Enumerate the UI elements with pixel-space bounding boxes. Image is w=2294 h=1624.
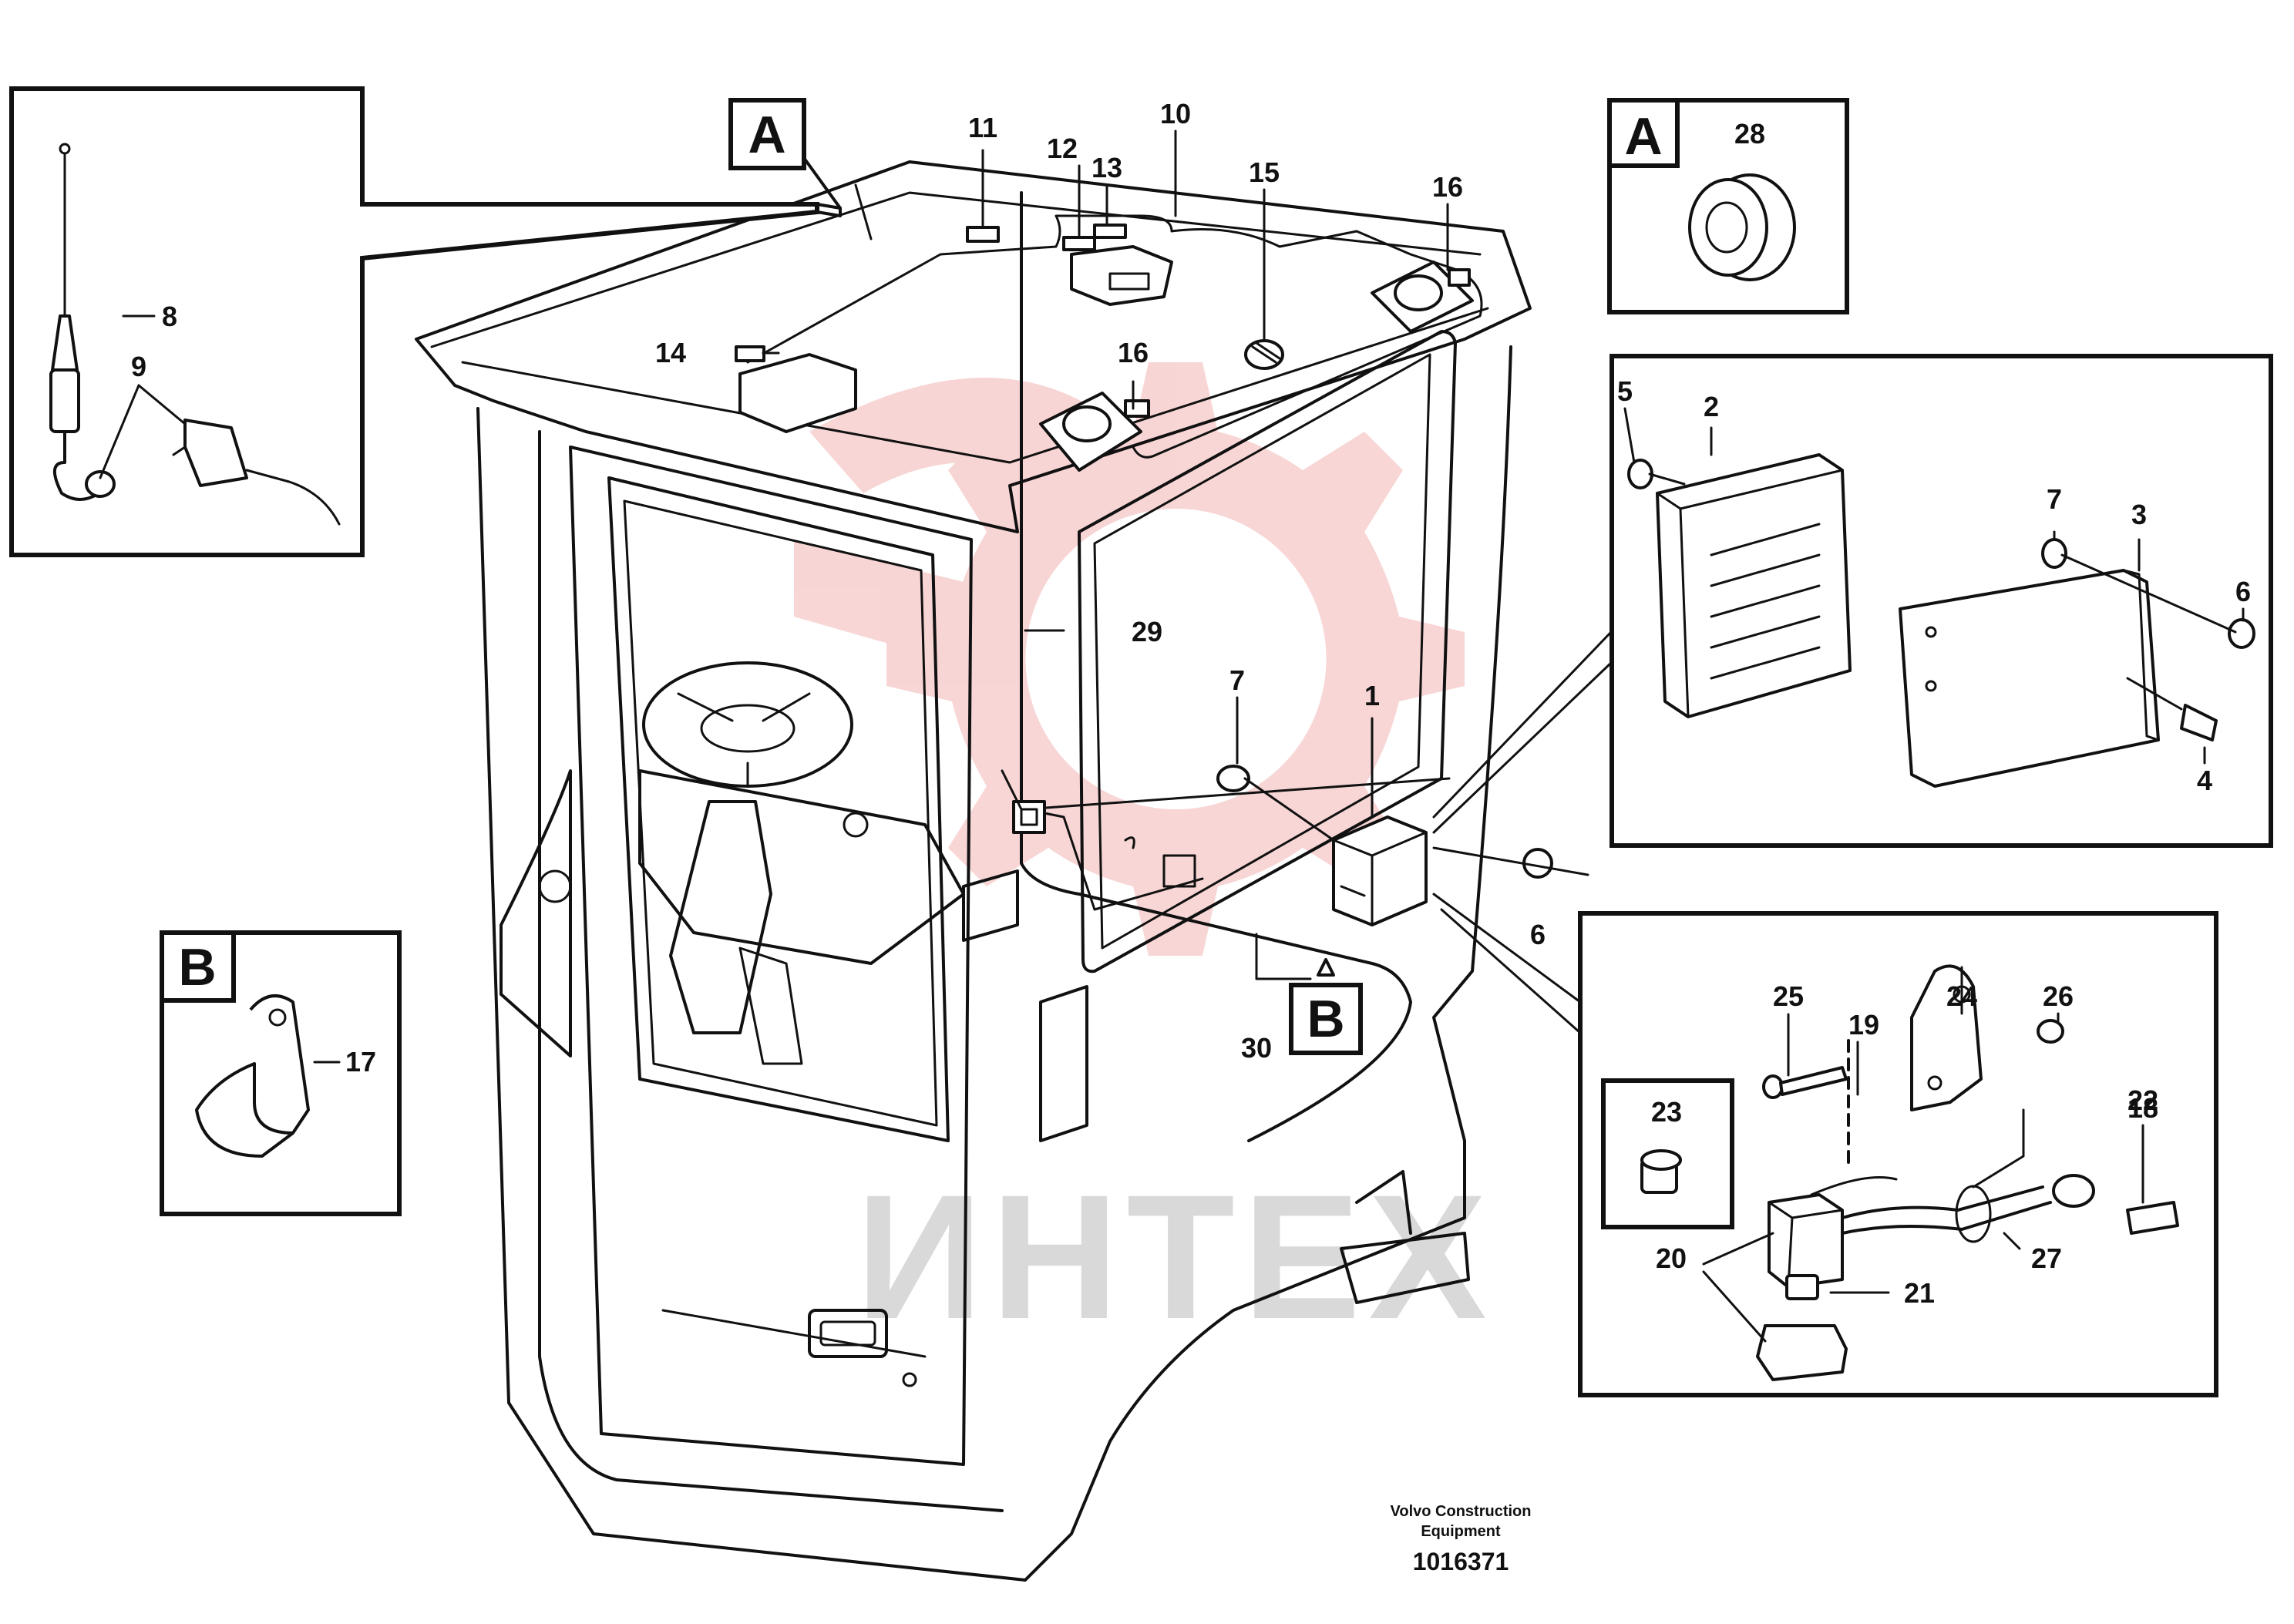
callout-7b: 7 bbox=[1229, 664, 1245, 696]
callout-26: 26 bbox=[2043, 980, 2074, 1012]
callout-28: 28 bbox=[1734, 118, 1765, 150]
callout-12: 12 bbox=[1047, 133, 1078, 164]
publisher-footer: Volvo Construction Equipment 1016371 bbox=[1391, 1503, 1532, 1575]
cable-connector-9 bbox=[85, 419, 341, 526]
steering-wheel bbox=[642, 661, 853, 788]
label-box-a-main: A bbox=[728, 98, 842, 210]
callout-16a: 16 bbox=[1432, 171, 1463, 203]
callout-20: 20 bbox=[1656, 1242, 1687, 1274]
callout-10: 10 bbox=[1160, 98, 1191, 129]
watermark-text: ИНТЕХ bbox=[856, 1158, 1495, 1356]
connector-11 bbox=[966, 226, 1000, 243]
callout-6b: 6 bbox=[1530, 919, 1546, 950]
callout-21: 21 bbox=[1904, 1277, 1935, 1309]
callout-16b: 16 bbox=[1118, 337, 1149, 368]
callout-5: 5 bbox=[1617, 375, 1633, 407]
connector-harness-junction bbox=[1012, 800, 1046, 834]
callout-7a: 7 bbox=[2047, 483, 2062, 515]
nut-26 bbox=[2037, 1019, 2064, 1044]
footer-line1: Volvo Construction bbox=[1391, 1503, 1532, 1520]
callout-23: 23 bbox=[1651, 1096, 1682, 1128]
label-box-b-main: B bbox=[1289, 958, 1363, 1055]
callout-29: 29 bbox=[1132, 616, 1162, 647]
cable-18 bbox=[1841, 1174, 2095, 1235]
bracket-24 bbox=[1910, 964, 1983, 1111]
radio-unit-10 bbox=[1070, 245, 1173, 306]
grommet-28 bbox=[1688, 173, 1796, 281]
speaker-16b bbox=[1371, 261, 1474, 333]
callout-numbers: 1 2 3 4 5 6 6 7 7 8 9 10 11 12 13 14 15 … bbox=[131, 98, 2251, 1309]
connector-12 bbox=[1062, 236, 1096, 251]
clip-17 bbox=[195, 994, 310, 1158]
washer-7-cab bbox=[1216, 765, 1250, 792]
callout-14: 14 bbox=[655, 337, 686, 368]
label-box-b-detail: B bbox=[160, 930, 236, 1003]
callout-22: 22 bbox=[2128, 1084, 2158, 1116]
relay-20 bbox=[1756, 1193, 1848, 1381]
callout-15: 15 bbox=[1249, 156, 1280, 188]
callout-25: 25 bbox=[1773, 980, 1804, 1012]
svg-text:A: A bbox=[748, 106, 785, 164]
module-box-roof bbox=[738, 353, 857, 433]
nut-6 bbox=[2228, 618, 2255, 649]
callout-1: 1 bbox=[1364, 680, 1380, 711]
washer-7 bbox=[2041, 538, 2067, 569]
control-console bbox=[538, 769, 1451, 1065]
callout-27: 27 bbox=[2031, 1242, 2062, 1274]
callout-6a: 6 bbox=[2235, 576, 2251, 607]
footer-line2: Equipment bbox=[1421, 1523, 1501, 1540]
svg-text:B: B bbox=[1307, 990, 1344, 1048]
svg-text:B: B bbox=[178, 938, 216, 997]
connector-14 bbox=[735, 345, 765, 362]
callout-11: 11 bbox=[968, 112, 997, 143]
plug-23 bbox=[1640, 1149, 1682, 1194]
leader-lines bbox=[99, 129, 2245, 1343]
screw-4 bbox=[2126, 677, 2218, 741]
control-unit-2 bbox=[1656, 453, 1852, 718]
fuse-21 bbox=[1785, 1274, 1819, 1300]
callout-19: 19 bbox=[1848, 1009, 1879, 1041]
screw-25 bbox=[1762, 1066, 1848, 1099]
roof-cable bbox=[746, 214, 1483, 459]
control-unit-1 bbox=[1332, 815, 1428, 926]
callout-3: 3 bbox=[2131, 499, 2147, 530]
callout-8: 8 bbox=[162, 301, 177, 332]
callout-18: 18 bbox=[2128, 1092, 2158, 1124]
callout-30: 30 bbox=[1241, 1032, 1272, 1064]
cable-harness-29 bbox=[1020, 191, 1412, 1142]
drawing-number: 1016371 bbox=[1413, 1548, 1509, 1575]
callout-17: 17 bbox=[345, 1046, 376, 1078]
svg-text:A: A bbox=[1624, 107, 1662, 166]
callout-4: 4 bbox=[2197, 765, 2212, 796]
callout-9: 9 bbox=[131, 351, 146, 382]
callout-13: 13 bbox=[1092, 152, 1122, 183]
bracket-3 bbox=[1899, 569, 2160, 788]
callout-2: 2 bbox=[1704, 391, 1719, 422]
connector-13 bbox=[1093, 224, 1127, 239]
connector-22 bbox=[2126, 1201, 2179, 1235]
callout-24: 24 bbox=[1946, 980, 1977, 1012]
speaker-16a bbox=[1039, 392, 1150, 472]
coil-15 bbox=[1244, 339, 1284, 370]
label-box-a-detail: A bbox=[1607, 98, 1680, 168]
